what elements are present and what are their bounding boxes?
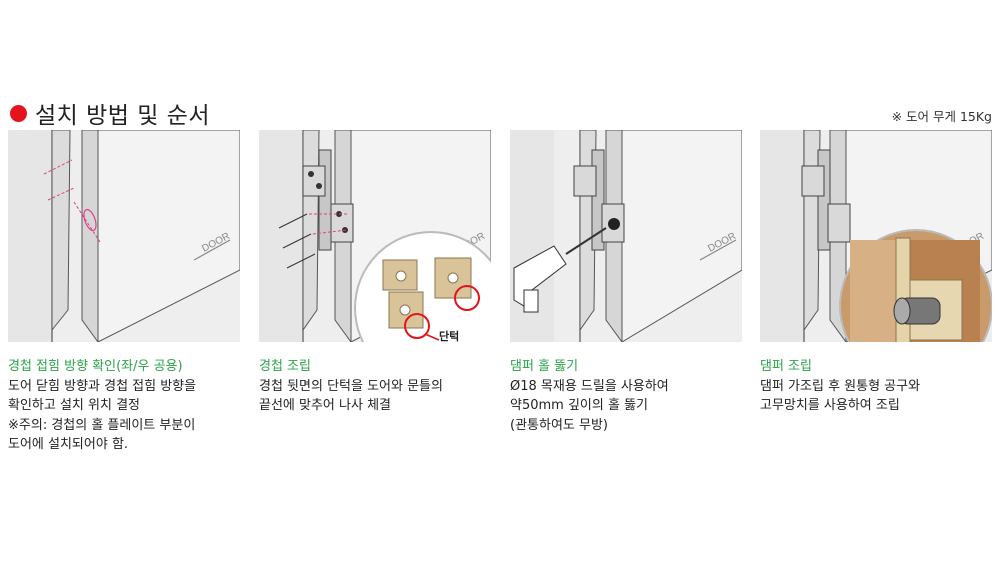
step-1-illustration: DOOR [8,130,240,342]
step-text-line: Ø18 목재용 드릴을 사용하여 [510,378,669,394]
step-3-illustration: DOOR [510,130,742,342]
step-text-line: (관통하여도 무방) [510,417,608,433]
step-4-illustration: DOOR [760,130,992,342]
step-callout-label: 단턱 [439,330,460,342]
step-4-caption: 댐퍼 조립 댐퍼 가조립 후 원통형 공구와 고무망치를 사용하여 조립 [760,357,998,416]
step-title: 경첩 접힘 방향 확인(좌/우 공용) [8,359,183,374]
step-title: 댐퍼 홀 뚫기 [510,359,579,374]
step-text-line: 경첩 뒷면의 단턱을 도어와 문틀의 [259,378,443,394]
step-2-illustration: DOOR 단턱 [259,130,491,342]
step-text-line: ※주의: 경첩의 홀 플레이트 부분이 [8,417,196,433]
door-weight-note: ※ 도어 무게 15Kg [891,109,992,124]
step-text-line: 도어에 설치되어야 함. [8,437,129,452]
step-3-caption: 댐퍼 홀 뚫기 Ø18 목재용 드릴을 사용하여 약50mm 깊이의 홀 뚫기 … [510,357,748,435]
red-bullet-icon [10,104,27,122]
step-text-line: 고무망치를 사용하여 조립 [760,398,900,413]
step-text-line: 끝선에 맞추어 나사 체결 [259,398,391,413]
step-2-caption: 경첩 조립 경첩 뒷면의 단턱을 도어와 문틀의 끝선에 맞추어 나사 체결 [259,357,497,416]
step-title: 경첩 조립 [259,359,311,374]
step-text-line: 확인하고 설치 위치 결정 [8,398,140,413]
step-text-line: 도어 닫힘 방향과 경첩 접힘 방향을 [8,378,197,394]
section-heading: 설치 방법 및 순서 [10,96,210,130]
step-text-line: 댐퍼 가조립 후 원통형 공구와 [760,378,921,394]
section-title: 설치 방법 및 순서 [35,103,211,129]
step-text-line: 약50mm 깊이의 홀 뚫기 [510,398,648,413]
step-title: 댐퍼 조립 [760,359,812,374]
step-1-caption: 경첩 접힘 방향 확인(좌/우 공용) 도어 닫힘 방향과 경첩 접힘 방향을 … [8,357,246,455]
